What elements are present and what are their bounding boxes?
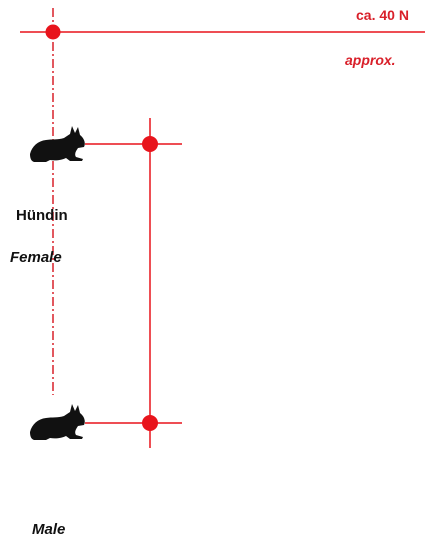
female-english-label: Female <box>10 249 62 266</box>
dog-silhouette-icon <box>30 404 85 440</box>
dog-silhouette-icon <box>30 126 85 162</box>
top-marker-dot <box>45 24 61 40</box>
top-right-german-label: ca. 40 N <box>356 7 409 23</box>
male-english-label: Male <box>32 521 66 538</box>
top-right-english-label: approx. <box>345 52 396 68</box>
female-german-label: Hündin <box>16 207 68 224</box>
female-marker-dot <box>142 136 158 152</box>
male-marker-dot <box>142 415 158 431</box>
